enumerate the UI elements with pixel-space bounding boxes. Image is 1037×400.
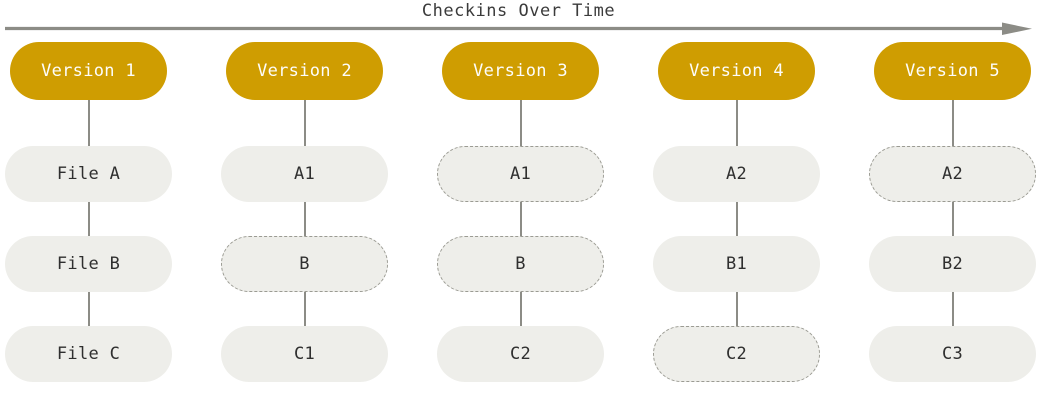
- version-pill[interactable]: Version 4: [658, 42, 815, 100]
- connector-line: [736, 202, 738, 236]
- file-node[interactable]: B: [221, 236, 388, 292]
- file-node[interactable]: File C: [5, 326, 172, 382]
- connector-line: [952, 292, 954, 326]
- file-node[interactable]: A2: [653, 146, 820, 202]
- connector-line: [520, 202, 522, 236]
- connector-line: [304, 100, 306, 146]
- connector-line: [952, 100, 954, 146]
- file-node[interactable]: C2: [437, 326, 604, 382]
- connector-line: [88, 100, 90, 146]
- connector-line: [520, 100, 522, 146]
- connector-line: [88, 292, 90, 326]
- file-node[interactable]: C1: [221, 326, 388, 382]
- file-node[interactable]: A1: [437, 146, 604, 202]
- file-node[interactable]: File A: [5, 146, 172, 202]
- connector-line: [304, 292, 306, 326]
- connector-line: [952, 202, 954, 236]
- file-node[interactable]: B: [437, 236, 604, 292]
- connector-line: [304, 202, 306, 236]
- connector-line: [736, 292, 738, 326]
- connector-line: [736, 100, 738, 146]
- version-pill[interactable]: Version 5: [874, 42, 1031, 100]
- version-pill[interactable]: Version 3: [442, 42, 599, 100]
- version-column: Version 1 File A File B File C: [5, 42, 172, 392]
- connector-line: [520, 292, 522, 326]
- version-pill[interactable]: Version 1: [10, 42, 167, 100]
- file-node[interactable]: A1: [221, 146, 388, 202]
- diagram-title: Checkins Over Time: [421, 1, 616, 21]
- file-node[interactable]: B2: [869, 236, 1036, 292]
- connector-line: [88, 202, 90, 236]
- file-node[interactable]: B1: [653, 236, 820, 292]
- version-pill[interactable]: Version 2: [226, 42, 383, 100]
- file-node[interactable]: C2: [653, 326, 820, 382]
- file-node[interactable]: A2: [869, 146, 1036, 202]
- timeline-arrow: [5, 22, 1032, 35]
- file-node[interactable]: File B: [5, 236, 172, 292]
- file-node[interactable]: C3: [869, 326, 1036, 382]
